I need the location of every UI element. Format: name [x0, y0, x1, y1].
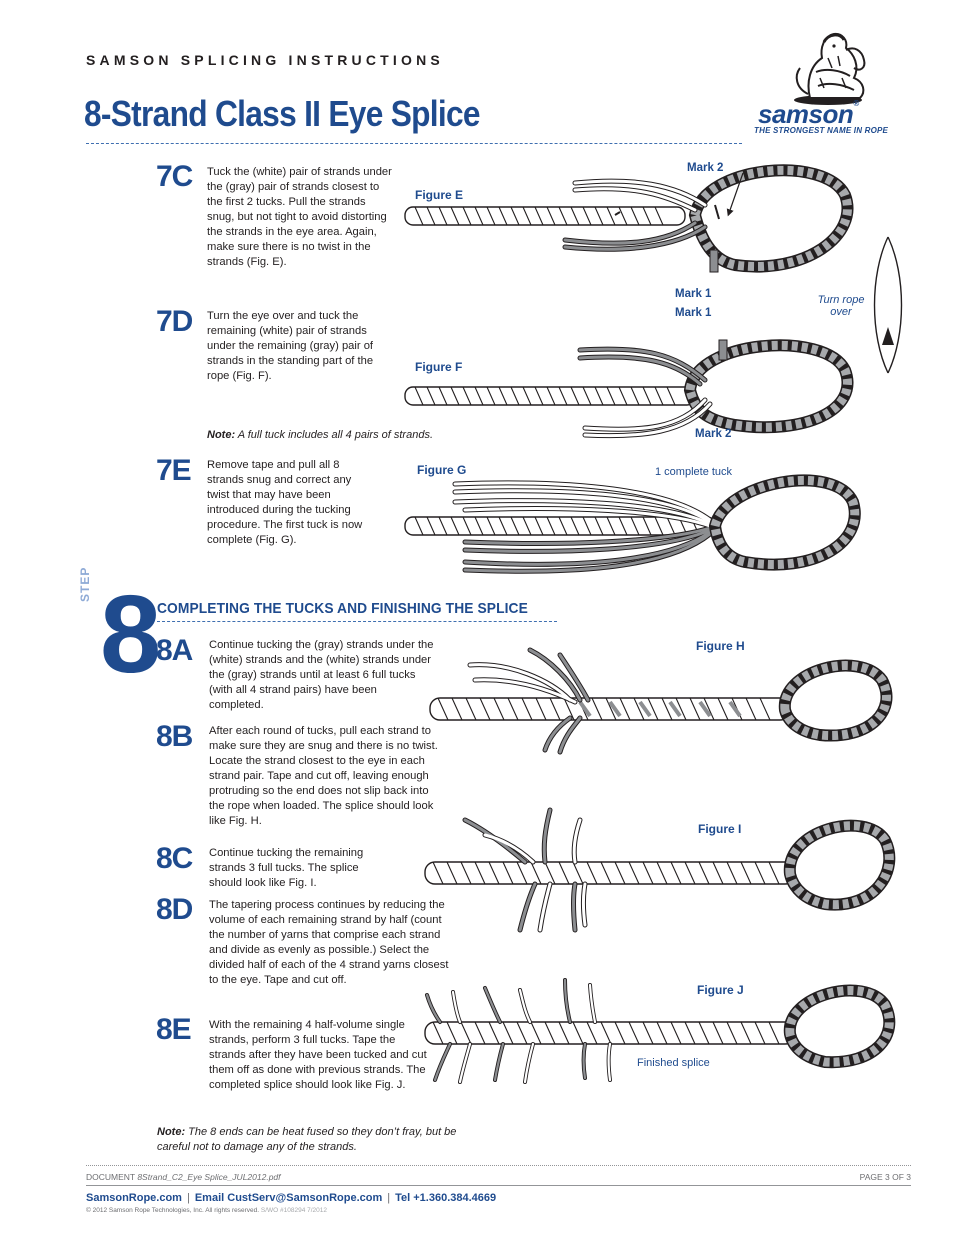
- note-heat-fused-label: Note:: [157, 1126, 186, 1138]
- footer-tel-label: Tel: [395, 1192, 411, 1204]
- step-7e-label: 7E: [156, 454, 192, 487]
- footer-doc-prefix: DOCUMENT: [86, 1172, 138, 1182]
- footer-site-link[interactable]: SamsonRope.com: [86, 1192, 182, 1204]
- step-8c-text: Continue tucking the remaining strands 3…: [209, 847, 364, 889]
- document-series-label: SAMSON SPLICING INSTRUCTIONS: [86, 52, 444, 68]
- footer-page-number: PAGE 3 OF 3: [859, 1172, 911, 1182]
- footer-code: S/WO #108294 7/2012: [260, 1207, 327, 1214]
- step-8b-label: 8B: [156, 720, 193, 753]
- step-7c-text: Tuck the (white) pair of strands under t…: [207, 166, 392, 268]
- footer-tel: +1.360.384.4669: [413, 1192, 497, 1204]
- turn-rope-over-arrow-icon: [873, 236, 903, 374]
- step-tag: STEP: [78, 566, 92, 602]
- footer-divider: [86, 1165, 911, 1166]
- logo-word: samson: [758, 99, 854, 129]
- figure-h-illustration: [429, 647, 893, 755]
- annotation-mark-1-upper: Mark 1: [675, 288, 712, 300]
- note-full-tuck: Note: A full tuck includes all 4 pairs o…: [207, 429, 433, 441]
- samson-mascot-logo-icon: [794, 32, 866, 105]
- step-8-title: COMPLETING THE TUCKS AND FINISHING THE S…: [157, 600, 528, 617]
- figure-i-illustration: [424, 807, 896, 933]
- annotation-complete-tuck: 1 complete tuck: [655, 466, 733, 478]
- step-7d-label: 7D: [156, 305, 193, 338]
- footer-doc-name: 8Strand_C2_Eye Splice_JUL2012.pdf: [137, 1172, 281, 1182]
- annotation-finished-splice: Finished splice: [637, 1057, 710, 1069]
- page-title: 8-Strand Class II Eye Splice: [84, 93, 481, 134]
- figure-h-label: Figure H: [696, 639, 745, 653]
- step-8a-label: 8A: [156, 634, 193, 667]
- annotation-turn-rope: Turn rope over: [815, 294, 867, 318]
- figure-g-illustration: [404, 474, 861, 574]
- figure-e-illustration: [404, 164, 854, 273]
- note-full-tuck-label: Note:: [207, 429, 236, 441]
- figure-i-label: Figure I: [698, 822, 742, 836]
- logo-registered-mark: ®: [853, 99, 859, 108]
- footer-document: DOCUMENT 8Strand_C2_Eye Splice_JUL2012.p…: [86, 1172, 281, 1182]
- figure-f-illustration: [404, 339, 854, 439]
- step-7d-text: Turn the eye over and tuck the remaining…: [207, 310, 374, 382]
- step-8c-label: 8C: [156, 842, 193, 875]
- figure-g-label: Figure G: [417, 463, 467, 477]
- note-heat-fused: Note: The 8 ends can be heat fused so th…: [157, 1125, 467, 1155]
- figure-j-label: Figure J: [697, 983, 744, 997]
- step-8e-text: With the remaining 4 half-volume single …: [209, 1019, 427, 1091]
- footer-copyright-text: © 2012 Samson Rope Technologies, Inc. Al…: [86, 1207, 260, 1214]
- step-8e-label: 8E: [156, 1013, 192, 1046]
- step-8-number: 8: [100, 573, 161, 696]
- footer-contact: SamsonRope.com|Email CustServ@SamsonRope…: [86, 1192, 497, 1204]
- footer-rule: [86, 1185, 911, 1186]
- footer-email-label: Email: [194, 1192, 225, 1204]
- figure-f-label: Figure F: [415, 360, 463, 374]
- step-7c-label: 7C: [156, 160, 193, 193]
- turn-rope-line-1: Turn rope: [817, 294, 865, 306]
- turn-rope-line-2: over: [830, 306, 852, 318]
- annotation-mark-2-top: Mark 2: [687, 162, 724, 174]
- footer-copyright: © 2012 Samson Rope Technologies, Inc. Al…: [86, 1207, 327, 1214]
- note-heat-fused-text: The 8 ends can be heat fused so they don…: [157, 1126, 457, 1153]
- step-8d-text: The tapering process continues by reduci…: [209, 899, 449, 986]
- step-8d-label: 8D: [156, 893, 193, 926]
- step-8a-text: Continue tucking the (gray) strands unde…: [209, 639, 434, 711]
- note-full-tuck-text: A full tuck includes all 4 pairs of stra…: [235, 429, 433, 441]
- title-divider: [86, 143, 742, 144]
- step-7e-text: Remove tape and pull all 8 strands snug …: [207, 459, 363, 546]
- logo-tagline: THE STRONGEST NAME IN ROPE: [754, 126, 889, 135]
- step-8-divider: [157, 621, 557, 622]
- annotation-mark-1-lower: Mark 1: [675, 307, 712, 319]
- figure-e-label: Figure E: [415, 188, 464, 202]
- step-8b-text: After each round of tucks, pull each str…: [209, 725, 438, 827]
- figure-j-illustration: [424, 978, 896, 1084]
- samson-logo-wordmark: samson®: [758, 99, 859, 130]
- annotation-mark-2-bottom: Mark 2: [695, 428, 732, 440]
- footer-email-link[interactable]: CustServ@SamsonRope.com: [227, 1192, 383, 1204]
